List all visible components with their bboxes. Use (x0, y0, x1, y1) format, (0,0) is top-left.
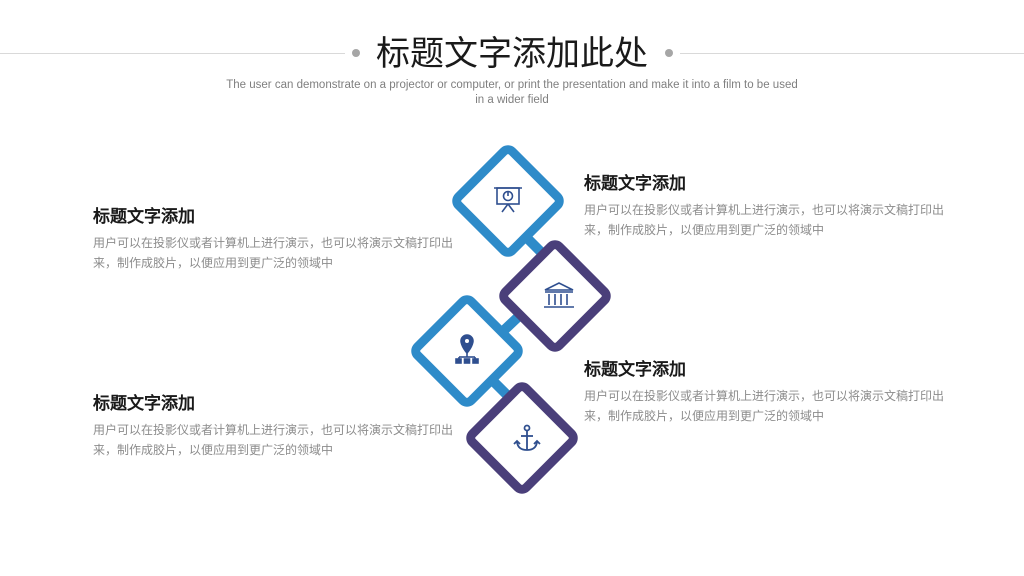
text-block-left-top: 标题文字添加 用户可以在投影仪或者计算机上进行演示，也可以将演示文稿打印出来，制… (93, 205, 453, 273)
page-title: 标题文字添加此处 (376, 34, 648, 74)
block-title: 标题文字添加 (584, 174, 686, 194)
block-body: 用户可以在投影仪或者计算机上进行演示，也可以将演示文稿打印出来，制作成胶片，以便… (93, 236, 454, 270)
block-title: 标题文字添加 (93, 394, 195, 414)
block-body: 用户可以在投影仪或者计算机上进行演示，也可以将演示文稿打印出来，制作成胶片，以便… (584, 389, 945, 423)
block-title: 标题文字添加 (93, 207, 195, 227)
anchor-icon (513, 424, 541, 451)
location-network-icon (455, 334, 479, 364)
diamond-node-3 (411, 295, 523, 407)
header-rule-right (680, 53, 1024, 54)
header-rule-left (0, 53, 345, 54)
block-body: 用户可以在投影仪或者计算机上进行演示，也可以将演示文稿打印出来，制作成胶片，以便… (584, 203, 945, 237)
text-block-left-bottom: 标题文字添加 用户可以在投影仪或者计算机上进行演示，也可以将演示文稿打印出来，制… (93, 392, 453, 460)
bank-building-icon (544, 282, 574, 308)
page-subtitle: The user can demonstrate on a projector … (226, 79, 798, 106)
text-block-right-bottom: 标题文字添加 用户可以在投影仪或者计算机上进行演示，也可以将演示文稿打印出来，制… (584, 358, 944, 426)
header-dot-left (352, 49, 360, 57)
diamond-node-1 (452, 145, 564, 257)
block-title: 标题文字添加 (584, 360, 686, 380)
header-dot-right (665, 49, 673, 57)
diamond-node-4 (466, 382, 578, 494)
presentation-board-icon (494, 187, 522, 213)
diamond-node-2 (499, 240, 611, 352)
text-block-right-top: 标题文字添加 用户可以在投影仪或者计算机上进行演示，也可以将演示文稿打印出来，制… (584, 172, 944, 240)
block-body: 用户可以在投影仪或者计算机上进行演示，也可以将演示文稿打印出来，制作成胶片，以便… (93, 423, 454, 457)
